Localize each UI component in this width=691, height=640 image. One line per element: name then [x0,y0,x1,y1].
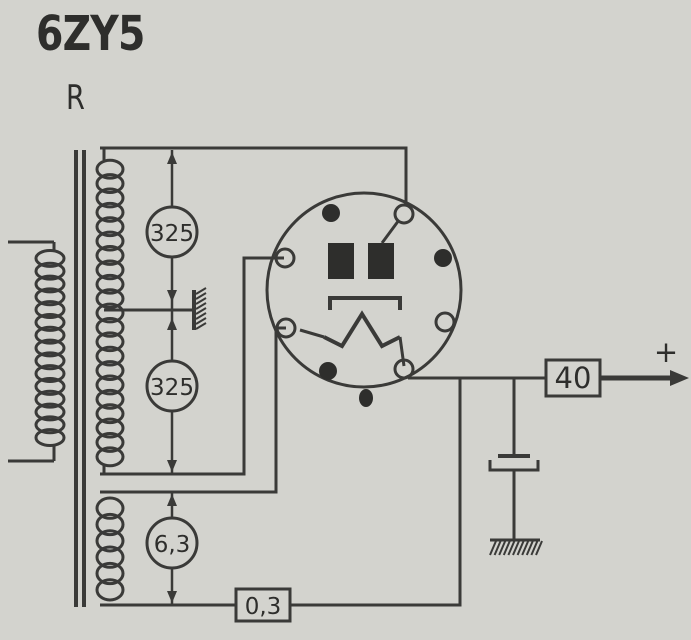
coil-turn [34,402,66,422]
coil-turn [95,201,125,223]
hatch-mark [525,540,534,556]
coil-turn [95,273,125,295]
hatch-mark [498,540,507,556]
center-tap-ground [192,287,207,330]
coil-turn [95,388,125,410]
coil-turn [95,316,125,338]
coil-turn [95,529,125,553]
coil-turn [95,216,125,238]
hatch-mark [507,540,516,556]
coil-turn [34,415,66,435]
hatch-mark [493,540,502,556]
coil-turn [95,173,125,194]
hatch-mark [512,540,520,556]
circuit-wires [100,146,546,607]
coil-turn [95,374,125,396]
coil-turn [95,403,125,425]
primary-winding [34,248,66,448]
svg-text:6,3: 6,3 [154,532,191,558]
coil-turn [95,245,125,266]
hatch-mark [195,297,207,305]
hatch-mark [535,540,543,556]
coil-turn [34,312,66,332]
arrow-heads [167,152,177,603]
anode-left [328,243,354,279]
coil-turn [95,187,125,209]
coil-turn [95,496,125,520]
coil-turn [34,364,66,384]
transformer-core [74,150,86,607]
hv-lower-voltage: 325 [145,359,199,413]
heater-winding [95,496,125,602]
anode-right [368,243,394,279]
hatch-mark [195,292,207,300]
coil-turn [95,230,125,252]
hatch-mark [489,540,497,556]
coil-turn [34,261,66,281]
coil-turn [34,325,66,345]
output-arrow: + [600,335,689,386]
heater-current-box: 0,3 [234,587,292,623]
coil-turn [95,561,125,586]
coil-turn [34,389,66,409]
coil-turn [95,446,125,468]
coil-turn [95,158,125,180]
svg-text:40: 40 [555,361,592,395]
heater-voltage: 6,3 [145,516,199,570]
hv-upper-voltage: 325 [145,205,199,259]
hatch-mark [502,540,511,556]
hatch-mark [195,312,207,320]
coil-turn [34,376,66,396]
svg-text:0,3: 0,3 [245,594,282,620]
coil-turn [95,331,125,353]
coil-turn [95,288,125,310]
coil-turn [95,302,125,324]
hatch-mark [521,540,530,556]
coil-turn [34,351,66,371]
coil-turn [34,300,66,320]
coil-turn [34,274,66,294]
hatch-mark [195,302,207,310]
hatch-mark [516,540,525,556]
hatch-mark [195,287,207,295]
tube-type-label: 6ZY5 [36,6,145,62]
coil-turn [95,259,125,281]
filter-capacitor [488,454,540,472]
coil-turn [34,248,66,268]
coil-turn [95,512,125,537]
coil-turn [95,360,125,381]
hv-secondary-winding [95,148,125,474]
hatch-mark [530,540,539,556]
hatch-mark [195,307,207,315]
coil-turn [95,417,125,439]
output-polarity: + [654,335,678,369]
primary-leads [8,240,56,463]
hatch-mark [195,317,207,325]
tube-suffix-label: R [66,78,85,118]
svg-text:325: 325 [150,221,194,247]
coil-turn [34,428,66,448]
svg-text:325: 325 [150,375,194,401]
hatch-mark [195,322,207,330]
coil-turn [95,578,125,602]
coil-turn [95,345,125,367]
coil-turn [95,432,125,453]
coil-turn [34,287,66,307]
output-ground [489,538,543,556]
rectifier-tube [265,191,463,407]
coil-turn [34,338,66,358]
choke-box: 40 [544,358,602,398]
coil-turn [95,545,125,569]
